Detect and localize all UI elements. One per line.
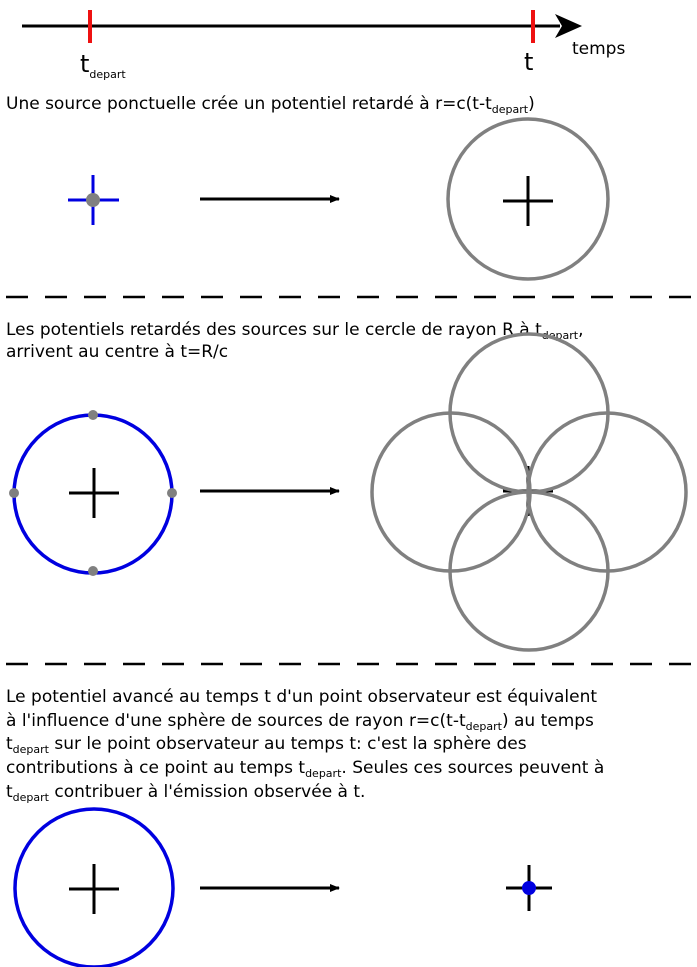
label-t-depart: tdepart [80,50,126,81]
section3-caption-line3: tdepart sur le point observateur au temp… [6,734,527,756]
section2-caption-line2: arrivent au centre à t=R/c [6,342,228,362]
ring-source-right [167,488,177,498]
ring-source-top [88,410,98,420]
observer-point [506,865,552,911]
source-dot [86,193,100,207]
converging-potentials [370,332,688,652]
section3-caption-line4: contributions à ce point au temps tdepar… [6,758,604,780]
ring-source-left [9,488,19,498]
source-ring [9,410,177,576]
ring-source-bottom [88,566,98,576]
point-source [68,175,119,225]
section3-caption-line5: tdepart contribuer à l'émission observée… [6,782,365,804]
section3-caption-line1: Le potentiel avancé au temps t d'un poin… [6,687,597,707]
observer-dot [522,881,536,895]
source-sphere [13,807,175,967]
retarded-potential [446,117,610,281]
timeline: temps tdepart t [22,10,625,81]
section2-caption-line1: Les potentiels retardés des sources sur … [6,320,583,342]
time-axis-arrow-icon [555,14,582,38]
section1-caption: Une source ponctuelle crée un potentiel … [6,94,535,116]
axis-label-temps: temps [572,39,625,59]
section3-caption-line2: à l'influence d'une sphère de sources de… [6,711,594,733]
label-t: t [524,48,533,76]
